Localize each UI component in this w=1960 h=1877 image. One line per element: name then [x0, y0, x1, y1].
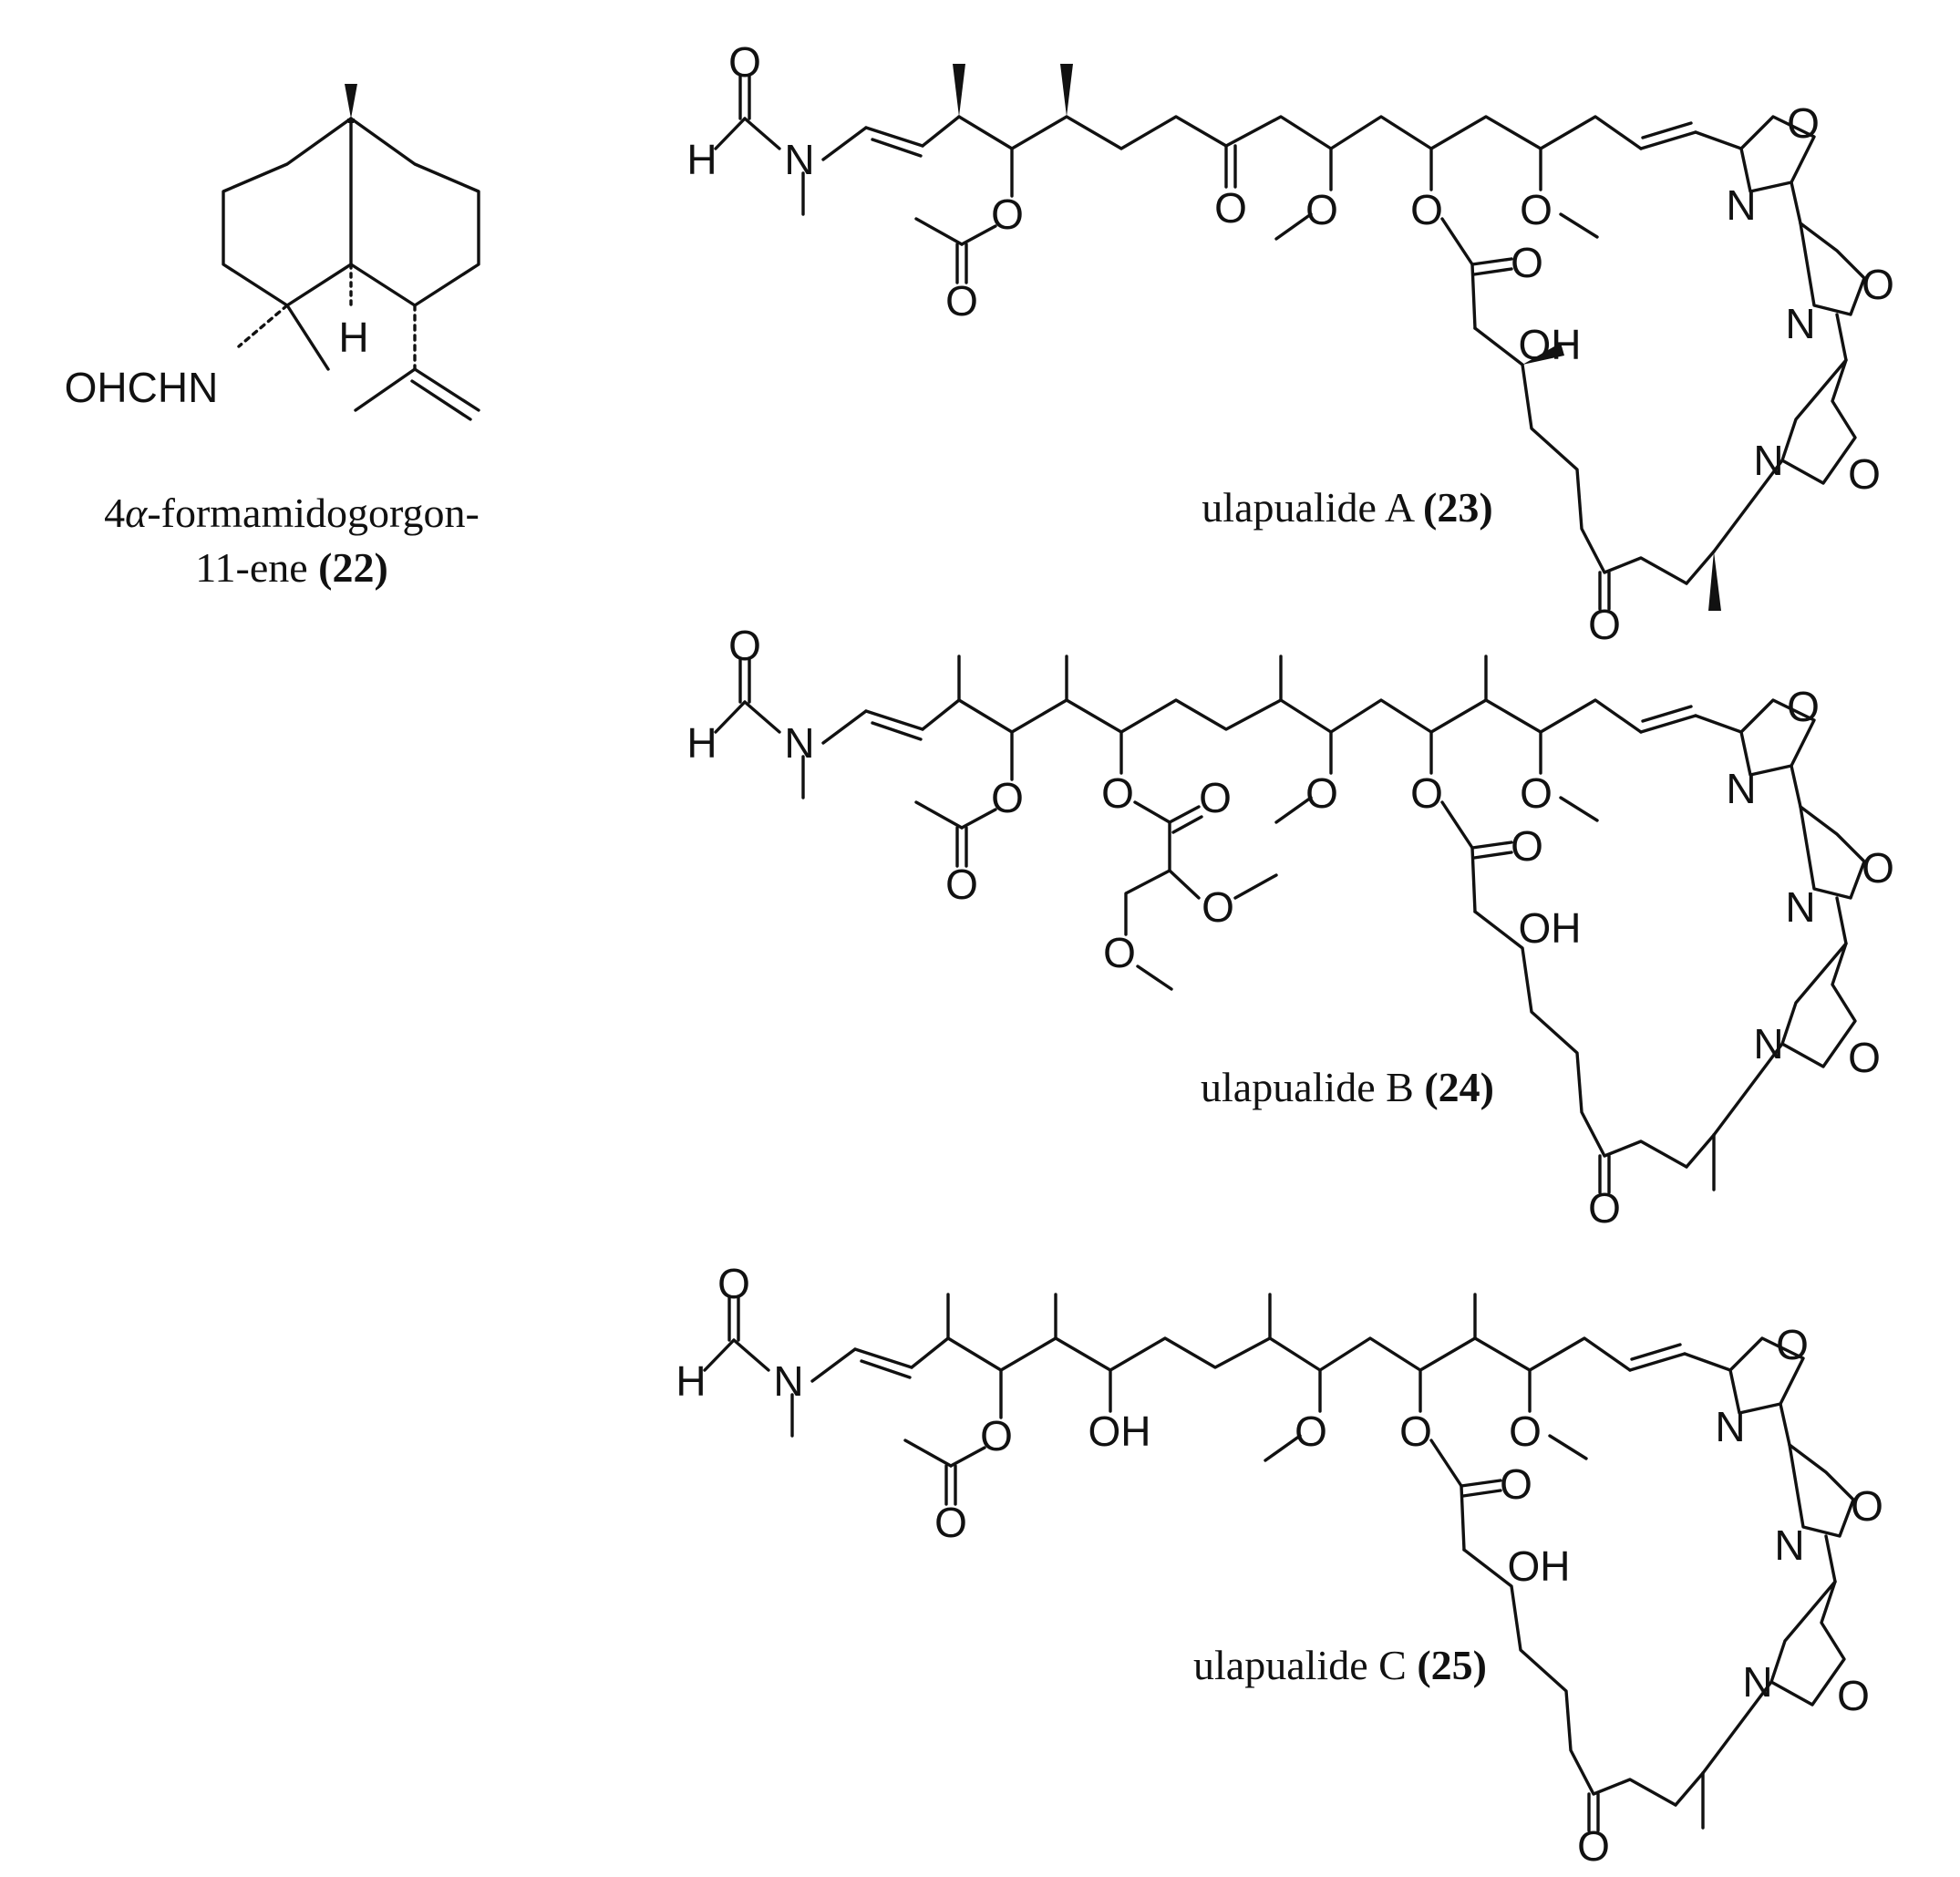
- caption-24: ulapualide B (24): [1201, 1064, 1494, 1110]
- formamido-label: OHCHN: [65, 364, 219, 411]
- ester-o-24: O: [1101, 769, 1134, 817]
- methoxy-o-24a: O: [1202, 883, 1234, 931]
- caption-22-line2: 11-ene (22): [195, 544, 388, 591]
- methoxy-o-24b: O: [1103, 929, 1136, 976]
- caption-25: ulapualide C (25): [1193, 1642, 1487, 1688]
- ketone-o-23: O: [1214, 184, 1247, 232]
- caption-23: ulapualide A (23): [1202, 484, 1492, 531]
- compound-22-structure: H OHCHN: [65, 84, 480, 421]
- ring-junction-h: H: [338, 314, 368, 361]
- compound-23-structure: O: [685, 36, 1896, 650]
- compound-25-structure: OH: [674, 1258, 1885, 1872]
- compound-24-structure: O O O O: [685, 620, 1896, 1233]
- ester-carbonyl-o-24: O: [1199, 774, 1232, 821]
- hydroxyl-25: OH: [1088, 1408, 1151, 1455]
- caption-22-line1: 4α-formamidogorgon-: [104, 490, 480, 536]
